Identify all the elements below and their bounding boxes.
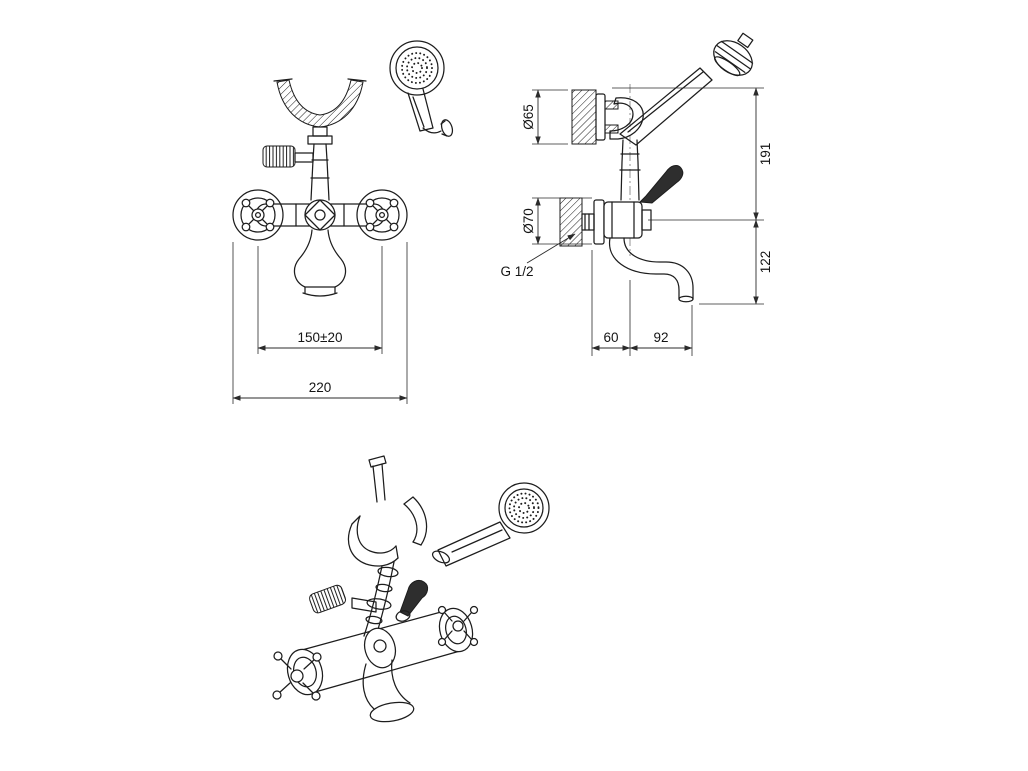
iso-lever bbox=[395, 579, 429, 622]
diverter-knob bbox=[262, 145, 314, 168]
front-dimensions: 150±20 220 bbox=[232, 242, 408, 404]
dim-label-wall-to-axis: 60 bbox=[603, 330, 618, 345]
dim-label-dia70: Ø70 bbox=[521, 208, 536, 234]
iso-handle-left bbox=[272, 651, 322, 701]
column bbox=[307, 126, 333, 201]
cross-handle-right bbox=[356, 189, 408, 241]
isometric-view-drawing bbox=[272, 455, 550, 723]
dim-label-handle-spacing: 150±20 bbox=[298, 330, 343, 345]
thread-label: G 1/2 bbox=[500, 264, 533, 279]
wall-hook bbox=[422, 127, 442, 134]
spout-side bbox=[608, 237, 694, 303]
lever-handle-side bbox=[638, 164, 684, 204]
iso-diverter-knob bbox=[309, 584, 377, 614]
dim-label-dia65: Ø65 bbox=[521, 104, 536, 130]
wall-bracket-section bbox=[571, 89, 644, 145]
iso-handle-right bbox=[437, 605, 479, 647]
iso-spout bbox=[362, 659, 415, 723]
dim-label-height-upper: 191 bbox=[758, 143, 773, 166]
handshower-front-drawing bbox=[389, 40, 454, 137]
side-view-drawing: Ø65 Ø70 G 1/2 191 122 60 92 bbox=[500, 32, 773, 356]
dim-label-spout-reach: 92 bbox=[653, 330, 668, 345]
shower-head-outline bbox=[389, 40, 445, 96]
iso-diverter-pin bbox=[368, 455, 387, 503]
body-side bbox=[559, 197, 652, 247]
front-view-drawing: 150±20 220 bbox=[232, 78, 408, 404]
handset-side bbox=[619, 32, 754, 146]
column-side bbox=[619, 139, 641, 201]
thread-leader-line bbox=[526, 233, 576, 264]
cradle-holder bbox=[273, 78, 367, 128]
cross-handle-left bbox=[232, 189, 284, 241]
side-dimensions: Ø65 Ø70 G 1/2 191 122 60 92 bbox=[500, 87, 773, 356]
shower-handle bbox=[407, 88, 434, 132]
mixer-body bbox=[255, 199, 385, 231]
spout-front bbox=[293, 229, 347, 297]
iso-cradle bbox=[347, 496, 428, 567]
dim-label-height-lower: 122 bbox=[758, 251, 773, 274]
dim-label-overall-width: 220 bbox=[309, 380, 332, 395]
iso-handset bbox=[431, 482, 550, 567]
cradle-side bbox=[609, 97, 644, 140]
